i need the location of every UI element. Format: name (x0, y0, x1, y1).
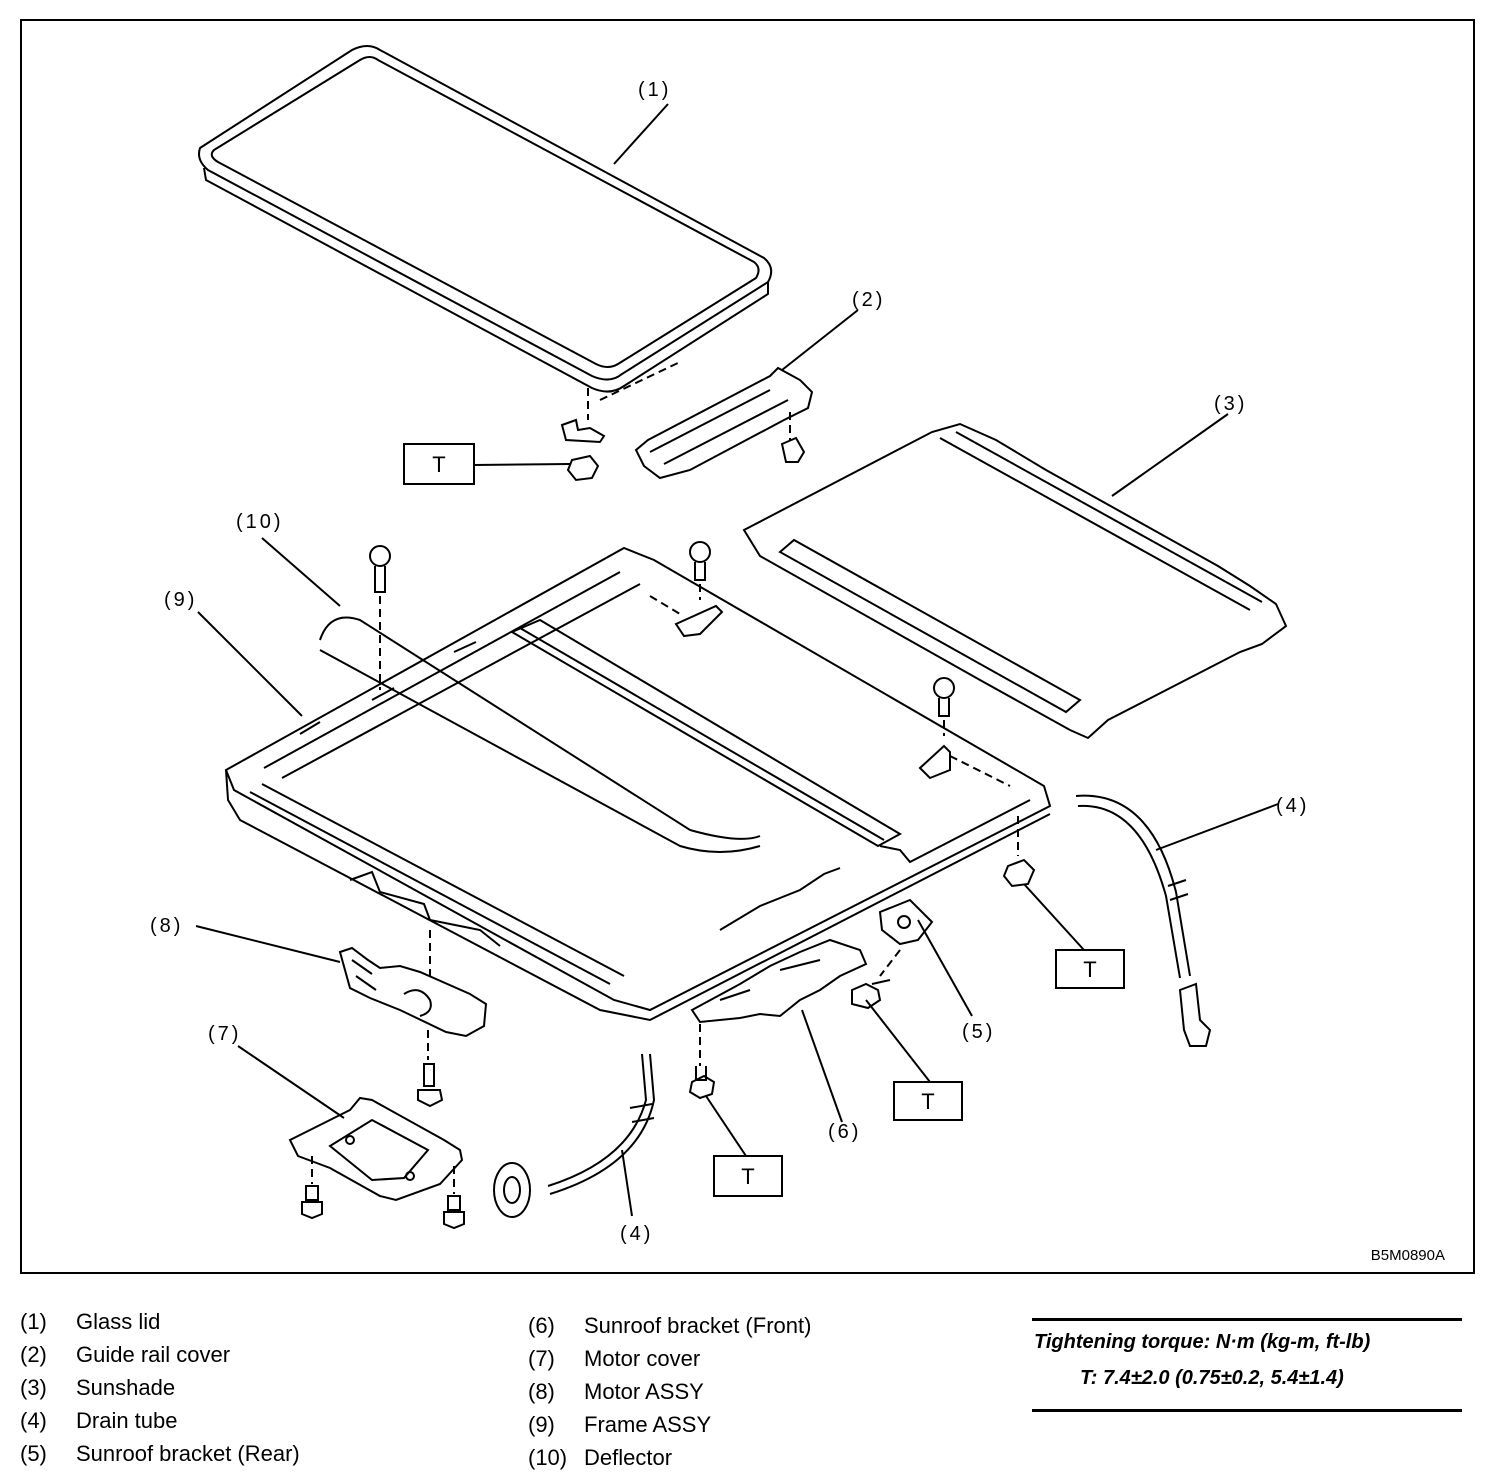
guide-rail-cover-part (560, 366, 814, 480)
callout-9: (9) (164, 589, 197, 611)
legend-label: Frame ASSY (584, 1412, 712, 1437)
leader-8 (195, 925, 341, 963)
screw-cover-right (443, 1166, 465, 1230)
frame-assy-part (224, 546, 1052, 1022)
leader-t-right (1023, 883, 1085, 951)
bolt-bottom-center (688, 1066, 716, 1100)
torque-marker-right: T (1055, 949, 1125, 989)
torque-title: Tightening torque: N·m (kg-m, ft-lb) (1034, 1331, 1371, 1353)
leader-2 (781, 309, 859, 371)
svg-text:T: T (741, 1164, 754, 1189)
svg-text:T: T (1083, 957, 1096, 982)
leader-1 (613, 103, 669, 165)
sunroof-bracket-front-part (690, 938, 868, 1066)
legend-label: Deflector (584, 1445, 673, 1470)
motor-assy-part (338, 930, 488, 1060)
torque-marker-mid: T (893, 1081, 963, 1121)
glass-lid-part (198, 45, 773, 393)
legend-item: (4) Drain tube (20, 1404, 300, 1437)
leader-9 (197, 611, 303, 717)
screw-center-top (649, 541, 724, 638)
torque-value: T: 7.4±2.0 (0.75±0.2, 5.4±1.4) (1080, 1367, 1344, 1389)
legend-number: (8) (528, 1379, 555, 1404)
leader-t-top (473, 463, 571, 466)
torque-marker-bottom: T (713, 1155, 783, 1197)
legend-number: (10) (528, 1445, 568, 1470)
leader-5 (917, 919, 973, 1017)
sunshade-part (742, 422, 1288, 740)
leader-7 (237, 1045, 345, 1119)
callout-10: (10) (236, 511, 284, 533)
screw-motor (417, 1063, 444, 1108)
legend-label: Motor cover (584, 1346, 701, 1371)
callout-2: (2) (852, 289, 885, 311)
legend-item: (3) Sunshade (20, 1371, 300, 1404)
callout-6: (6) (828, 1121, 861, 1143)
legend-number: (4) (20, 1408, 47, 1433)
leader-10 (261, 537, 341, 607)
legend-item: (1) Glass lid (20, 1305, 300, 1338)
legend-number: (7) (528, 1346, 555, 1371)
legend-number: (2) (20, 1342, 47, 1367)
legend-number: (3) (20, 1375, 47, 1400)
tightening-torque-box: Tightening torque: N·m (kg-m, ft-lb) T: … (1032, 1318, 1462, 1412)
motor-cover-part (288, 1096, 464, 1202)
legend-item: (6) Sunroof bracket (Front) (528, 1309, 811, 1342)
nut-top (566, 454, 600, 482)
diagram-frame: B5M0890A (20, 19, 1475, 1274)
nut-right (1002, 816, 1036, 888)
leader-4-bottom (621, 1149, 633, 1217)
legend-right-column: (6) Sunroof bracket (Front) (7) Motor co… (528, 1309, 811, 1474)
sunroof-exploded-diagram: T T T T (1) (2) (3) (4) (5) (6) (4) (7) … (150, 45, 1309, 1245)
legend-item: (8) Motor ASSY (528, 1375, 811, 1408)
callout-1: (1) (638, 79, 671, 101)
legend-label: Sunroof bracket (Front) (584, 1313, 812, 1338)
legend-number: (5) (20, 1441, 47, 1466)
sunroof-bracket-rear-part (878, 898, 934, 977)
legend-number: (6) (528, 1313, 555, 1338)
leader-3 (1111, 413, 1229, 497)
leader-4-right (1155, 803, 1279, 851)
callout-4-bottom: (4) (620, 1223, 653, 1245)
legend-label: Sunroof bracket (Rear) (76, 1441, 300, 1466)
callout-5: (5) (962, 1021, 995, 1043)
legend-item: (5) Sunroof bracket (Rear) (20, 1437, 300, 1470)
legend-left-column: (1) Glass lid (2) Guide rail cover (3) S… (20, 1305, 300, 1470)
drain-tube-right-part (1075, 794, 1212, 1047)
screw-right-mid (918, 677, 1011, 787)
callout-8: (8) (150, 915, 183, 937)
drain-tube-bottom-part (493, 1053, 656, 1218)
legend-item: (9) Frame ASSY (528, 1408, 811, 1441)
svg-text:T: T (432, 452, 445, 477)
legend-item: (7) Motor cover (528, 1342, 811, 1375)
torque-marker-top: T (403, 443, 475, 485)
legend-label: Sunshade (76, 1375, 176, 1400)
legend-label: Glass lid (76, 1309, 161, 1334)
svg-text:T: T (921, 1089, 934, 1114)
legend-item: (2) Guide rail cover (20, 1338, 300, 1371)
callout-4-right: (4) (1276, 795, 1309, 817)
legend-label: Guide rail cover (76, 1342, 231, 1367)
legend-item: (10) Deflector (528, 1441, 811, 1474)
leader-t-bottom (705, 1095, 747, 1157)
callout-7: (7) (208, 1023, 241, 1045)
diagram-reference-code: B5M0890A (1370, 1247, 1445, 1264)
callout-3: (3) (1214, 393, 1247, 415)
bolt-mid-right (851, 979, 891, 1010)
screw-cover-left (301, 1156, 323, 1220)
screw-left-top (369, 545, 391, 690)
legend-number: (1) (20, 1309, 47, 1334)
leader-6 (801, 1009, 843, 1123)
legend-label: Drain tube (76, 1408, 178, 1433)
legend-label: Motor ASSY (584, 1379, 704, 1404)
legend-number: (9) (528, 1412, 555, 1437)
leader-t-mid (865, 999, 931, 1083)
